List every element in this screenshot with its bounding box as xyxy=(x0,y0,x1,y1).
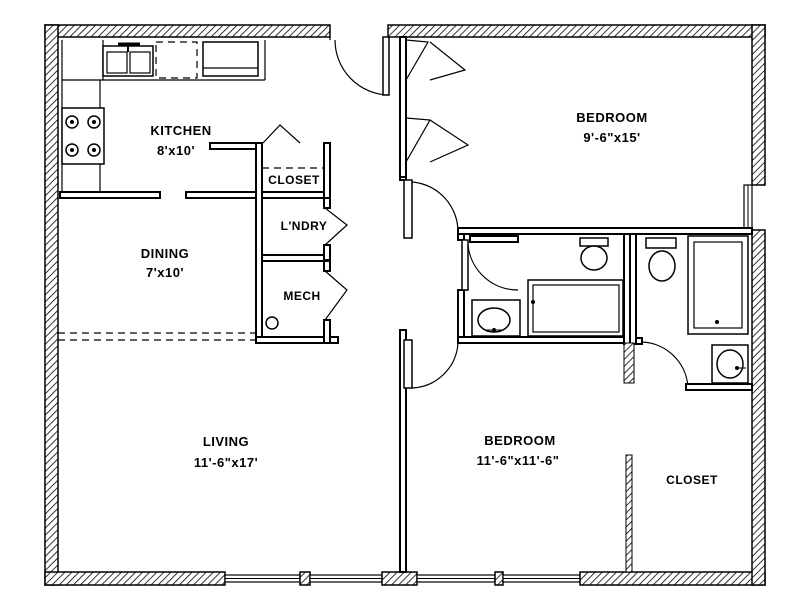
kitchen-counters xyxy=(61,40,266,193)
laundry-label: L'NDRY xyxy=(281,219,328,233)
refrigerator xyxy=(202,41,259,77)
bedroom-bottom-label: BEDROOM xyxy=(484,433,555,448)
living-label: LIVING xyxy=(203,434,249,449)
toilet-2-icon xyxy=(648,250,676,282)
room-labels: KITCHEN 8'x10' DINING 7'x10' LIVING 11'-… xyxy=(141,110,718,487)
mech-label: MECH xyxy=(283,289,320,303)
bedroom-top-label: BEDROOM xyxy=(576,110,647,125)
dining-size: 7'x10' xyxy=(146,265,184,280)
closet-small-label: CLOSET xyxy=(268,173,320,187)
toilet-1-icon xyxy=(580,245,608,271)
living-size: 11'-6"x17' xyxy=(194,455,258,470)
exterior-walls xyxy=(44,24,766,586)
entry-door xyxy=(329,36,390,96)
interior-walls-left xyxy=(58,124,348,344)
dining-label: DINING xyxy=(141,246,190,261)
toilet-tank xyxy=(579,237,609,247)
interior-walls-right xyxy=(399,36,753,573)
bathtub-2-icon xyxy=(687,235,749,335)
water-heater-icon xyxy=(265,316,279,330)
kitchen-size: 8'x10' xyxy=(157,143,195,158)
bathtub-1-icon xyxy=(527,279,624,337)
dishwasher xyxy=(155,41,198,79)
kitchen-label: KITCHEN xyxy=(150,123,211,138)
closet-large-label: CLOSET xyxy=(666,473,718,487)
bedroom-bottom-size: 11'-6"x11'-6" xyxy=(477,453,560,468)
bedroom-top-size: 9'-6"x15' xyxy=(583,130,640,145)
